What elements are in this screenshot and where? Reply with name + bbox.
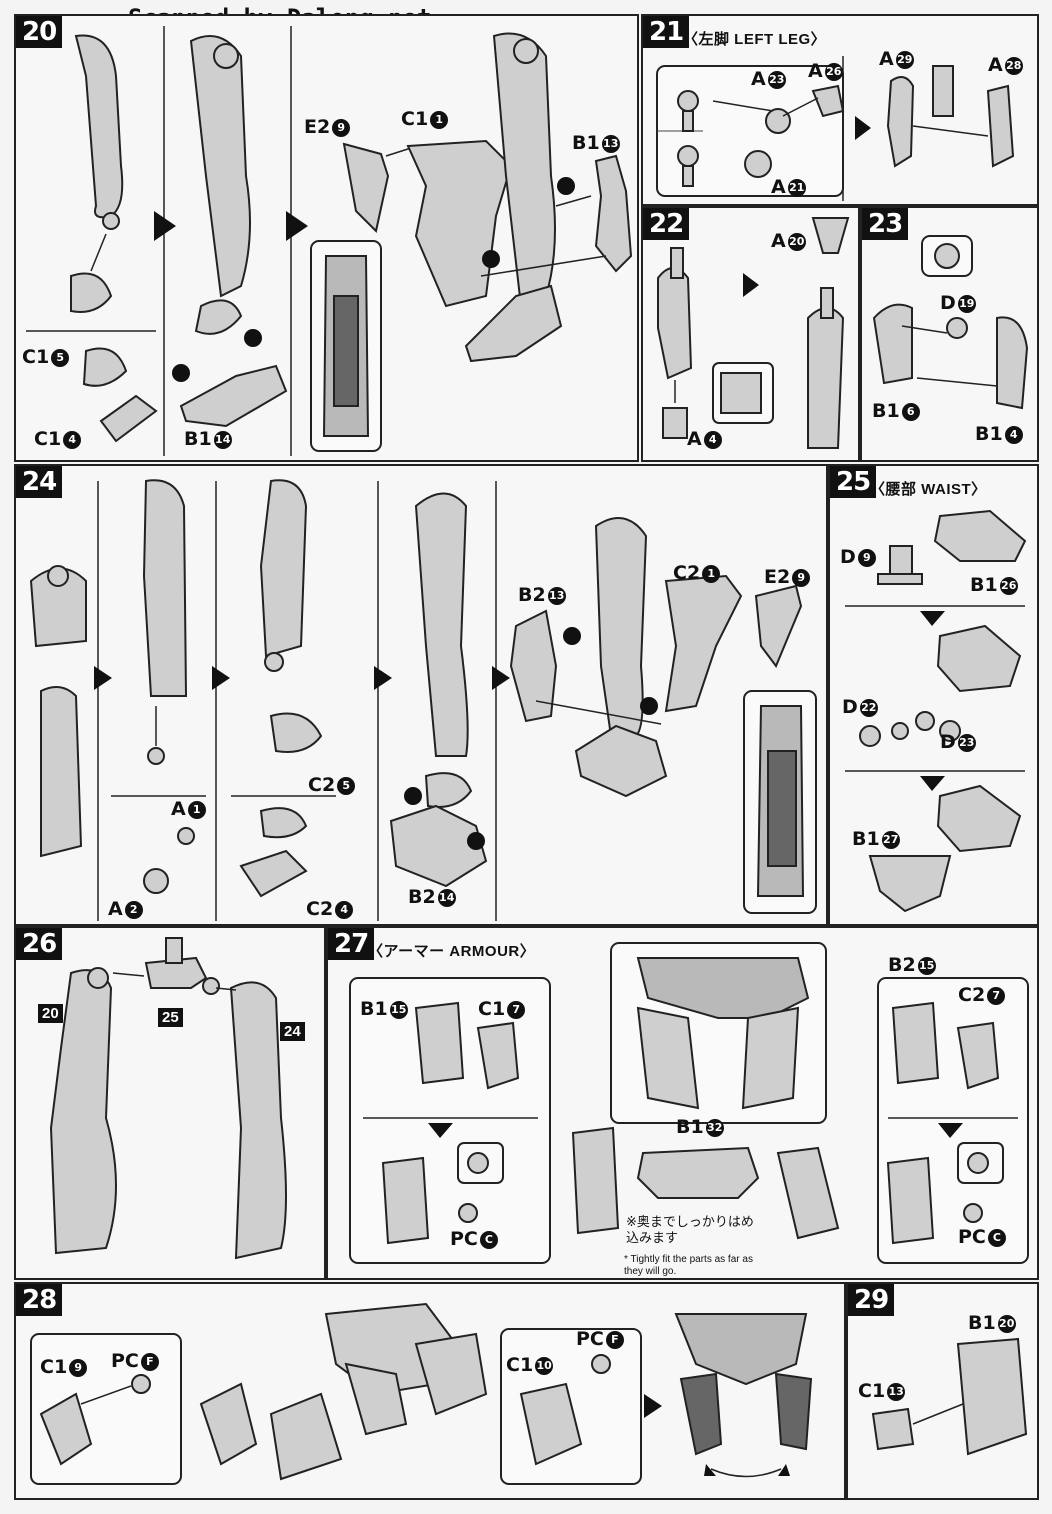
- step-number: 29: [848, 1284, 895, 1316]
- step-number: 22: [643, 208, 690, 240]
- step-number: 26: [16, 928, 63, 960]
- step-number: 23: [862, 208, 909, 240]
- step-number: 20: [16, 16, 63, 48]
- step-number: 28: [16, 1284, 63, 1316]
- step-number: 21: [643, 16, 690, 48]
- step-20-illustration: [26, 26, 633, 456]
- step-title: 〈アーマー ARMOUR〉: [368, 943, 536, 960]
- step-29-illustration: [871, 1337, 1028, 1456]
- step-title: 〈左脚 LEFT LEG〉: [683, 31, 827, 48]
- step-25-illustration: [845, 509, 1027, 913]
- step-28-illustration: [30, 1302, 813, 1485]
- step-number: 25: [830, 466, 877, 498]
- step-26-illustration: [49, 937, 287, 1260]
- step-title: 〈腰部 WAIST〉: [870, 481, 987, 498]
- step-number: 24: [16, 466, 63, 498]
- step-20-panel: 20: [14, 14, 639, 462]
- step-number: 27: [328, 928, 375, 960]
- ref-step-24: 24: [280, 1022, 305, 1041]
- step-23-illustration: [872, 235, 1029, 410]
- step-21-illustration: [656, 56, 1015, 201]
- ref-step-20: 20: [38, 1004, 63, 1023]
- step-22-illustration: [657, 217, 850, 449]
- step-26-panel: 26 20 25 24: [14, 926, 326, 1280]
- step-27-illustration: [349, 942, 1029, 1264]
- note-japanese: ※奥までしっかりはめ込みます: [626, 1214, 754, 1245]
- step-24-illustration: [29, 479, 817, 921]
- ref-step-25: 25: [158, 1008, 183, 1027]
- note-english: * Tightly fit the parts as far as they w…: [624, 1254, 753, 1277]
